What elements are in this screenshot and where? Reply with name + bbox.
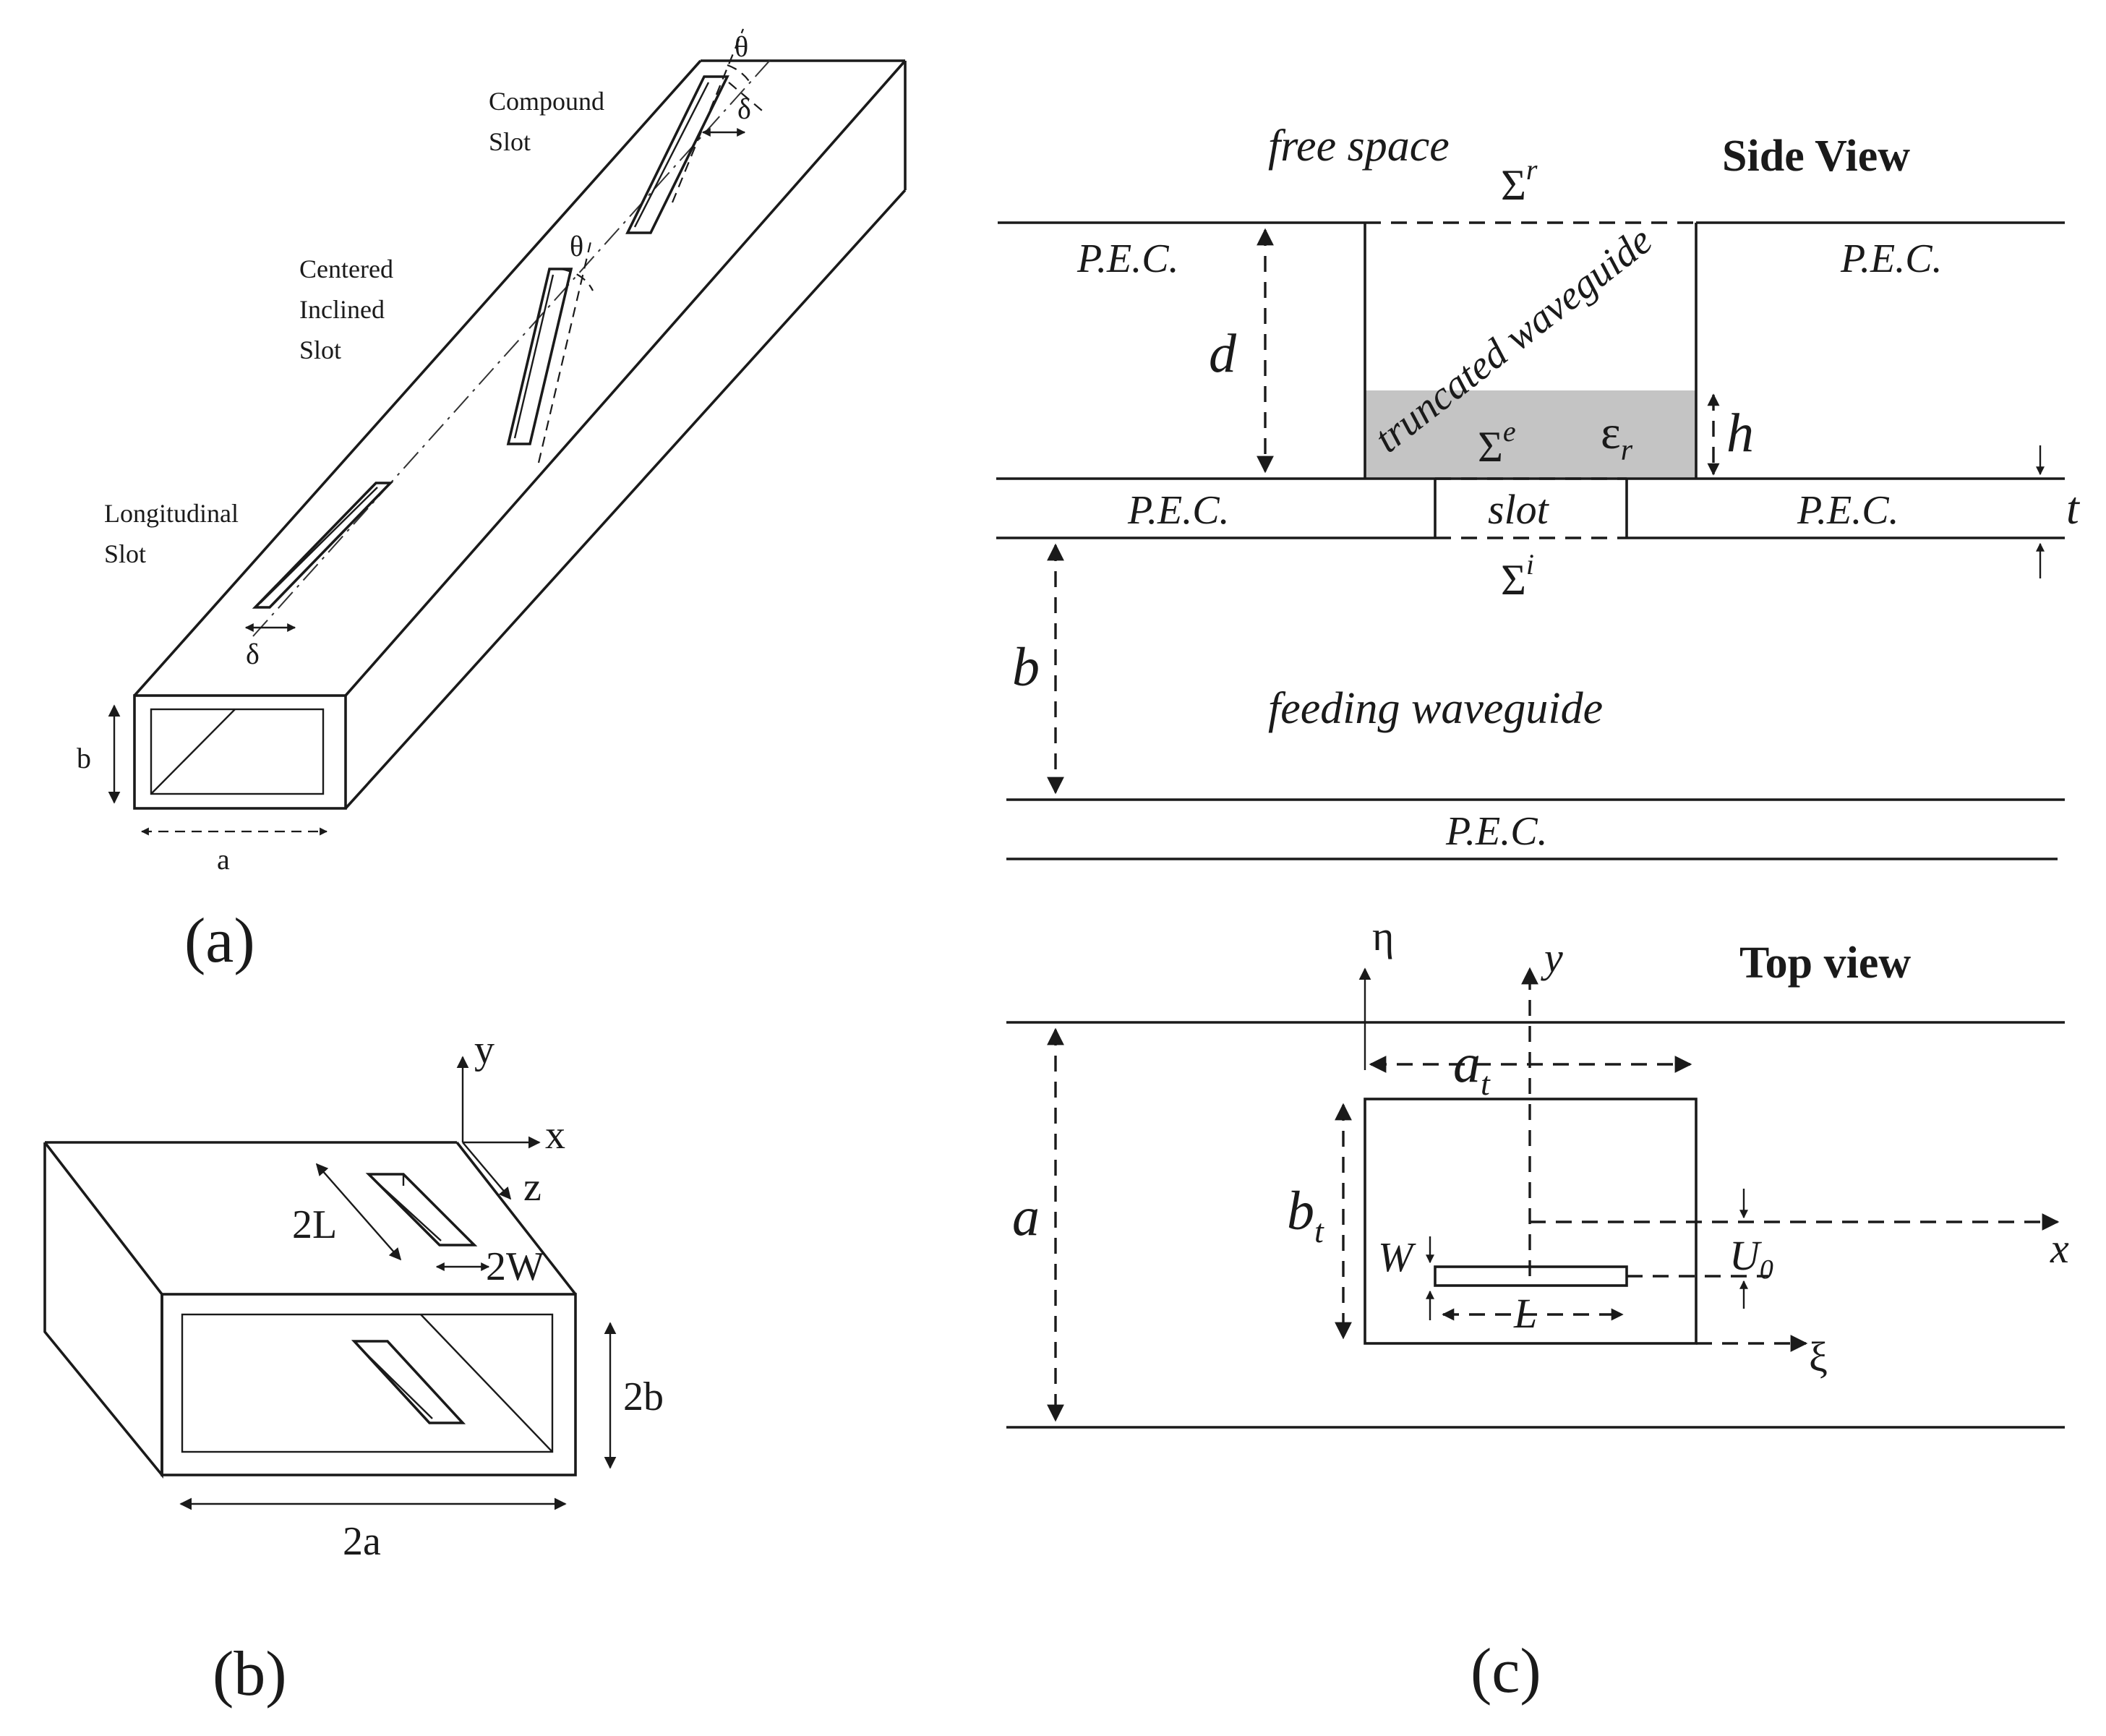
label-inclined-slot-3: Slot [299, 335, 341, 364]
theta-mid-label: θ [570, 230, 583, 262]
pec-mid-left-label: P.E.C. [1127, 488, 1230, 533]
dim-2W-label: 2W [486, 1244, 544, 1289]
dim-2L-arrow [315, 1163, 402, 1261]
sigma-i-label: Σi [1501, 548, 1534, 604]
dim-b-side-label: b [1012, 637, 1040, 698]
compound-slot [625, 28, 767, 234]
label-inclined-slot-2: Inclined [299, 295, 385, 324]
panel-c-caption: (c) [1471, 1636, 1541, 1706]
dim-L-label: L [1513, 1290, 1537, 1337]
side-view-title: Side View [1722, 132, 1910, 181]
label-compound-slot-2: Slot [489, 127, 531, 156]
panel-c-side-view: free space Side View Σr P.E.C. P.E.C. tr… [996, 121, 2081, 860]
waveguide-b-body [43, 1141, 577, 1479]
dim-2b-label: 2b [623, 1374, 664, 1419]
dim-2L-label: 2L [292, 1202, 337, 1247]
label-longitudinal-slot-1: Longitudinal [104, 499, 239, 528]
dim-bt-label: bt [1287, 1181, 1324, 1249]
slot-inner-face [351, 1340, 466, 1424]
theta-top-label: θ [735, 30, 748, 63]
axis-x-label: x [545, 1113, 565, 1158]
label-compound-slot-1: Compound [489, 87, 604, 116]
sigma-e-label: Σe [1478, 415, 1516, 471]
delta-top-label: δ [737, 93, 751, 125]
axis-y-label: y [474, 1027, 495, 1072]
panel-b: y x z 2L 2W 2b 2a (b) [43, 1027, 664, 1709]
free-space-label: free space [1268, 121, 1450, 171]
slot-top-face [365, 1173, 478, 1247]
label-longitudinal-slot-2: Slot [104, 539, 146, 568]
slot-label: slot [1488, 486, 1550, 533]
dim-t-label: t [2066, 482, 2081, 534]
feeding-waveguide-label: feeding waveguide [1268, 684, 1603, 733]
epsilon-r-label: εr [1601, 406, 1633, 467]
u0-label: U0 [1729, 1232, 1773, 1285]
xi-label: ξ [1809, 1333, 1828, 1380]
panel-c-top-view: η y Top view at a bt W L U0 x ξ (c) [1006, 912, 2069, 1706]
panel-a-caption: (a) [184, 906, 255, 976]
dim-a-label: a [217, 843, 230, 876]
pec-mid-right-label: P.E.C. [1797, 488, 1899, 533]
axis-z-arrow [462, 1142, 512, 1200]
waveguide-a-body [133, 59, 907, 810]
dim-at-label: at [1453, 1033, 1491, 1102]
panel-b-caption: (b) [213, 1639, 287, 1709]
axis-y-top-label: y [1541, 934, 1563, 981]
dim-b-label: b [77, 742, 91, 774]
panel-a: Compound Slot Centered Inclined Slot Lon… [77, 28, 907, 976]
top-view-title: Top view [1739, 938, 1911, 988]
sigma-r-label: Σr [1501, 153, 1538, 209]
pec-top-right-label: P.E.C. [1840, 236, 1943, 281]
dielectric-layer [1365, 390, 1696, 479]
dim-d-label: d [1209, 323, 1237, 384]
axis-z-label: z [523, 1165, 542, 1210]
pec-top-left-label: P.E.C. [1076, 236, 1179, 281]
axis-x-top-label: x [2050, 1225, 2069, 1272]
delta-bottom-label: δ [246, 638, 260, 670]
dim-h-label: h [1726, 403, 1754, 463]
label-inclined-slot-1: Centered [299, 255, 393, 283]
dim-W-label: W [1378, 1233, 1416, 1280]
longitudinal-slot [252, 482, 394, 609]
dim-2a-label: 2a [343, 1519, 381, 1564]
eta-label: η [1372, 912, 1394, 959]
waveguide-a-centerline [252, 57, 773, 637]
centered-inclined-slot [506, 238, 594, 463]
dim-a-top-label: a [1012, 1186, 1040, 1247]
pec-bottom-label: P.E.C. [1445, 809, 1548, 854]
